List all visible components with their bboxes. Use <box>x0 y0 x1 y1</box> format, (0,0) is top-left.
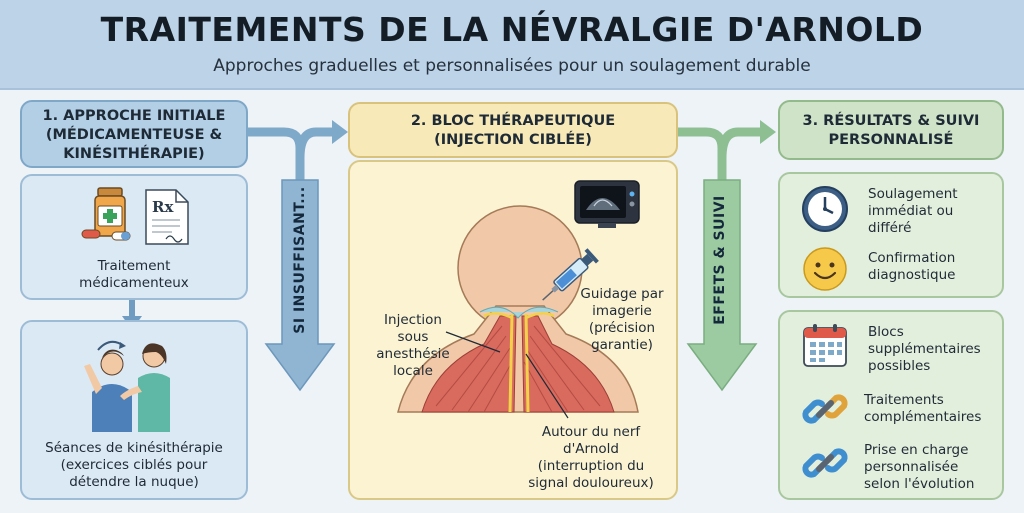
medication-label-line: Traitement <box>97 258 171 274</box>
smiley-icon <box>803 247 847 291</box>
step3-heading-line: PERSONNALISÉ <box>828 132 954 148</box>
result-item-line: diagnostique <box>868 267 956 283</box>
physiotherapy-label-line: Séances de kinésithérapie <box>45 440 223 456</box>
step2-heading-line: 2. BLOC THÉRAPEUTIQUE <box>410 113 616 129</box>
step1-heading: 1. APPROCHE INITIALE (MÉDICAMENTEUSE & K… <box>22 107 246 164</box>
injection-label-line: anesthésie <box>376 346 450 362</box>
nerve-label: Autour du nerf d'Arnold (interruption du… <box>526 424 656 492</box>
results-card: Soulagement immédiat ou différé Confirma… <box>778 172 1004 298</box>
result-item-line: supplémentaires <box>868 341 981 357</box>
result-item-line: Traitements <box>864 392 944 408</box>
physiotherapy-icon <box>84 340 170 432</box>
injection-label-line: Injection <box>384 312 442 328</box>
step2-heading-line: (INJECTION CIBLÉE) <box>434 132 592 148</box>
guidance-label-line: garantie) <box>591 337 653 353</box>
pill-bottle-icon <box>81 187 131 241</box>
result-item-line: Soulagement <box>868 186 958 202</box>
injection-label-line: sous <box>397 329 429 345</box>
followup-card: Blocs supplémentaires possibles Traiteme… <box>778 310 1004 500</box>
result-item-1-label: Soulagement immédiat ou différé <box>868 186 998 237</box>
physiotherapy-label-line: détendre la nuque) <box>69 474 199 490</box>
result-item-line: Confirmation <box>868 250 956 266</box>
step2-heading-box: 2. BLOC THÉRAPEUTIQUE (INJECTION CIBLÉE) <box>348 102 678 158</box>
physiotherapy-card: Séances de kinésithérapie (exercices cib… <box>20 320 248 500</box>
chain-link-icon <box>802 448 848 478</box>
physiotherapy-label-line: (exercices ciblés pour <box>60 457 208 473</box>
calendar-icon <box>803 324 847 367</box>
step1-heading-box: 1. APPROCHE INITIALE (MÉDICAMENTEUSE & K… <box>20 100 248 168</box>
result-item-line: Blocs <box>868 324 904 340</box>
step1-heading-line: KINÉSITHÉRAPIE) <box>63 146 205 162</box>
clock-icon <box>802 186 848 232</box>
header-banner: TRAITEMENTS DE LA NÉVRALGIE D'ARNOLD App… <box>0 0 1024 90</box>
arrow2-label: EFFETS & SUIVI <box>712 195 728 325</box>
flow-arrow-step2-to-step3 <box>678 120 776 392</box>
medication-label-line: médicamenteux <box>79 275 189 291</box>
nerve-label-line: signal douloureux) <box>528 475 654 491</box>
result-item-3-label: Blocs supplémentaires possibles <box>868 324 998 375</box>
svg-text:Rx: Rx <box>152 198 174 216</box>
nerve-label-line: Autour du nerf <box>541 424 641 440</box>
injection-label-line: locale <box>393 363 433 379</box>
step1-heading-line: (MÉDICAMENTEUSE & <box>45 127 223 143</box>
result-item-line: possibles <box>868 358 931 374</box>
page-title: TRAITEMENTS DE LA NÉVRALGIE D'ARNOLD <box>100 10 924 49</box>
result-item-line: immédiat ou <box>868 203 954 219</box>
annotation-lines <box>445 331 569 419</box>
guidance-label-line: imagerie <box>592 303 652 319</box>
injection-label: Injection sous anesthésie locale <box>368 312 458 380</box>
step2-heading: 2. BLOC THÉRAPEUTIQUE (INJECTION CIBLÉE) <box>350 112 676 150</box>
chain-link-icon <box>802 394 848 424</box>
step3-heading: 3. RÉSULTATS & SUIVI PERSONNALISÉ <box>780 112 1002 150</box>
physiotherapy-label: Séances de kinésithérapie (exercices cib… <box>22 440 246 491</box>
step3-heading-box: 3. RÉSULTATS & SUIVI PERSONNALISÉ <box>778 100 1004 160</box>
guidance-label: Guidage par imagerie (précision garantie… <box>572 286 672 354</box>
result-item-5-label: Prise en charge personnalisée selon l'év… <box>864 442 1000 493</box>
result-item-line: Prise en charge <box>864 442 969 458</box>
neck-anatomy-illustration <box>397 205 639 413</box>
nerve-label-line: (interruption du <box>537 458 645 474</box>
page-subtitle: Approches graduelles et personnalisées p… <box>213 56 811 76</box>
medication-card: Rx Traitement médicamenteux <box>20 174 248 300</box>
medication-label: Traitement médicamenteux <box>22 258 246 292</box>
step3-heading-line: 3. RÉSULTATS & SUIVI <box>802 113 980 129</box>
step1-heading-line: 1. APPROCHE INITIALE <box>42 108 226 124</box>
result-item-line: selon l'évolution <box>864 476 975 492</box>
ultrasound-monitor-icon <box>574 180 640 228</box>
flow-arrow-step1-to-step2 <box>248 120 348 392</box>
injection-panel: Injection sous anesthésie locale Guidage… <box>348 160 678 500</box>
result-item-2-label: Confirmation diagnostique <box>868 250 998 284</box>
result-item-line: différé <box>868 220 912 236</box>
result-item-4-label: Traitements complémentaires <box>864 392 1000 426</box>
syringe-icon <box>542 248 599 301</box>
result-item-line: personnalisée <box>864 459 959 475</box>
guidance-label-line: (précision <box>588 320 656 336</box>
nerve-label-line: d'Arnold <box>563 441 619 457</box>
guidance-label-line: Guidage par <box>580 286 664 302</box>
prescription-icon: Rx <box>145 189 189 245</box>
arrow1-label: SI INSUFFISANT... <box>292 186 308 334</box>
result-item-line: complémentaires <box>864 409 982 425</box>
